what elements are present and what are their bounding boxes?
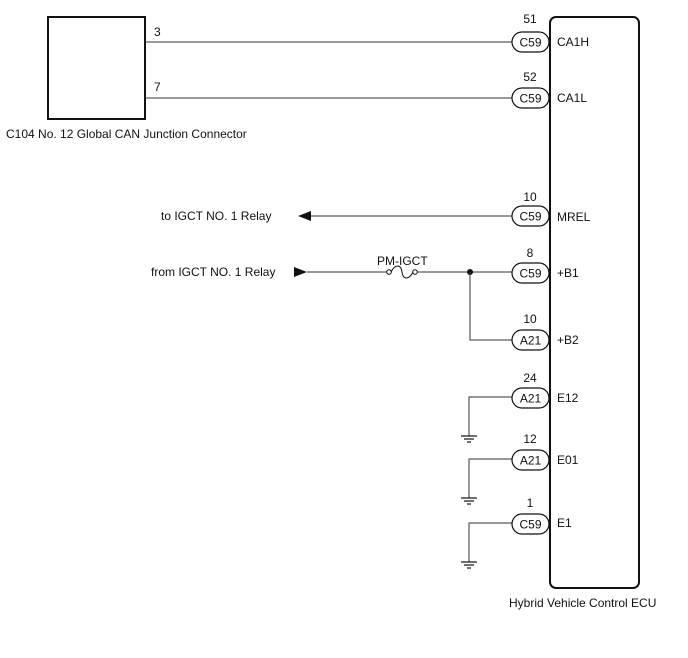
terminal-ca1h: C59 51 CA1H (511, 12, 589, 53)
signal-name: E1 (557, 516, 572, 530)
junction-pin-7: 7 (154, 80, 161, 94)
connector-oval (511, 87, 550, 109)
pin-number: 8 (527, 246, 534, 260)
arrow-from-relay-icon (294, 267, 307, 277)
terminal-mrel: C59 10 MREL (511, 190, 591, 227)
signal-name: MREL (557, 210, 591, 224)
signal-name: +B1 (557, 266, 579, 280)
wire-b2 (469, 272, 512, 341)
junction-connector-box (47, 16, 146, 120)
fuse-label: PM-IGCT (377, 254, 428, 268)
arrow-to-relay-icon (298, 211, 311, 221)
connector-oval (511, 31, 550, 53)
pin-number: 10 (523, 312, 537, 326)
connector-id: C59 (519, 518, 541, 532)
terminal-e12: A21 24 E12 (511, 371, 579, 409)
connector-oval (511, 387, 550, 409)
terminal-e1: C59 1 E1 (511, 496, 572, 535)
connector-oval (511, 329, 550, 351)
fuse-icon (386, 265, 418, 279)
ecu-label: Hybrid Vehicle Control ECU (509, 596, 656, 610)
terminal-b2: A21 10 +B2 (511, 312, 579, 351)
signal-name: E01 (557, 453, 579, 467)
connector-id: C59 (519, 210, 541, 224)
connector-id: A21 (520, 454, 542, 468)
connector-id: C59 (519, 36, 541, 50)
ground-icon (461, 561, 477, 569)
signal-name: CA1L (557, 91, 587, 105)
terminal-b1: C59 8 +B1 (511, 246, 579, 284)
connector-id: C59 (519, 267, 541, 281)
from-relay-label: from IGCT NO. 1 Relay (151, 265, 275, 279)
ground-icon (461, 435, 477, 443)
junction-connector-label: C104 No. 12 Global CAN Junction Connecto… (6, 127, 247, 141)
signal-name: CA1H (557, 35, 589, 49)
terminal-ca1l: C59 52 CA1L (511, 70, 587, 109)
connector-oval (511, 449, 550, 471)
pin-number: 10 (523, 190, 537, 204)
signal-name: +B2 (557, 333, 579, 347)
connector-id: C59 (519, 92, 541, 106)
pin-number: 12 (523, 432, 537, 446)
pin-number: 24 (523, 371, 537, 385)
connector-oval (511, 205, 550, 227)
connector-id: A21 (520, 334, 542, 348)
terminal-e01: A21 12 E01 (511, 432, 579, 471)
junction-pin-3: 3 (154, 25, 161, 39)
connector-id: A21 (520, 392, 542, 406)
to-relay-label: to IGCT NO. 1 Relay (161, 209, 271, 223)
connector-oval (511, 513, 550, 535)
wire-e1 (468, 522, 512, 562)
pin-number: 1 (527, 496, 534, 510)
pin-number: 52 (523, 70, 537, 84)
ecu-box (549, 16, 640, 589)
pin-number: 51 (523, 12, 537, 26)
connector-oval (511, 262, 550, 284)
wire-e12 (468, 396, 512, 436)
ground-icon (461, 497, 477, 505)
wire-e01 (468, 458, 512, 498)
signal-name: E12 (557, 391, 579, 405)
